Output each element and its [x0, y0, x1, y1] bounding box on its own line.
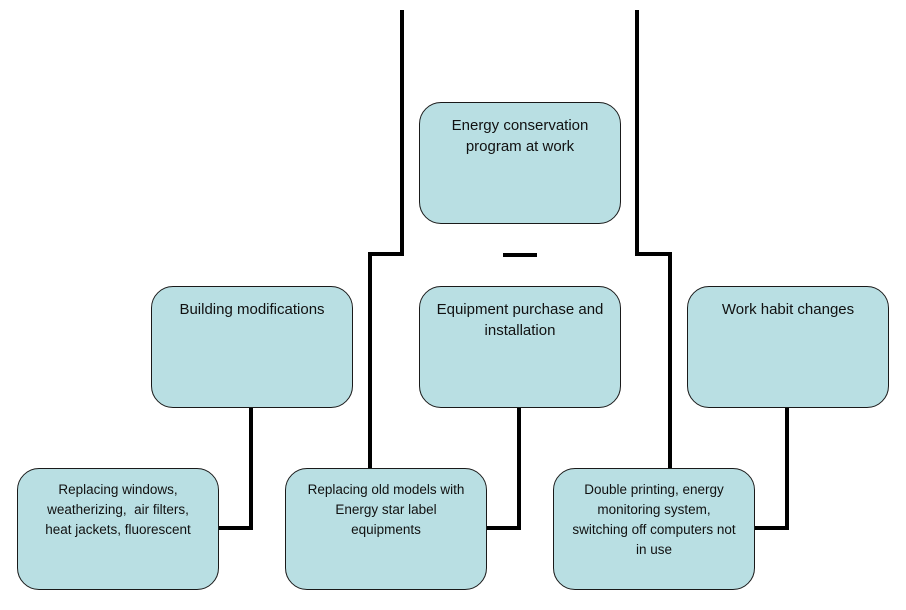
detail-node-equipment-purchase: Replacing old models with Energy star la… [285, 468, 487, 590]
category-label: Equipment purchase and installation [436, 301, 604, 339]
detail-node-building-modifications: Replacing windows, weatherizing, air fil… [17, 468, 219, 590]
category-label: Work habit changes [721, 301, 855, 318]
connector-equipment-to-detail [486, 406, 521, 530]
connector-workhabit-to-detail [754, 406, 789, 530]
detail-text: Replacing windows, weatherizing, air fil… [45, 482, 193, 537]
connector-line-right-trunk [635, 10, 672, 470]
detail-text: Replacing old models with Energy star la… [307, 482, 465, 537]
connector-line-left-trunk [368, 10, 404, 470]
category-node-work-habit-changes: Work habit changes [687, 286, 889, 408]
root-node-label: Energy conservation program at work [451, 117, 589, 155]
category-label: Building modifications [179, 301, 325, 318]
category-node-equipment-purchase: Equipment purchase and installation [419, 286, 621, 408]
detail-node-work-habit-changes: Double printing, energy monitoring syste… [553, 468, 755, 590]
category-node-building-modifications: Building modifications [151, 286, 353, 408]
connector-building-to-detail [218, 406, 253, 530]
root-node: Energy conservation program at work [419, 102, 621, 224]
detail-text: Double printing, energy monitoring syste… [572, 482, 736, 557]
